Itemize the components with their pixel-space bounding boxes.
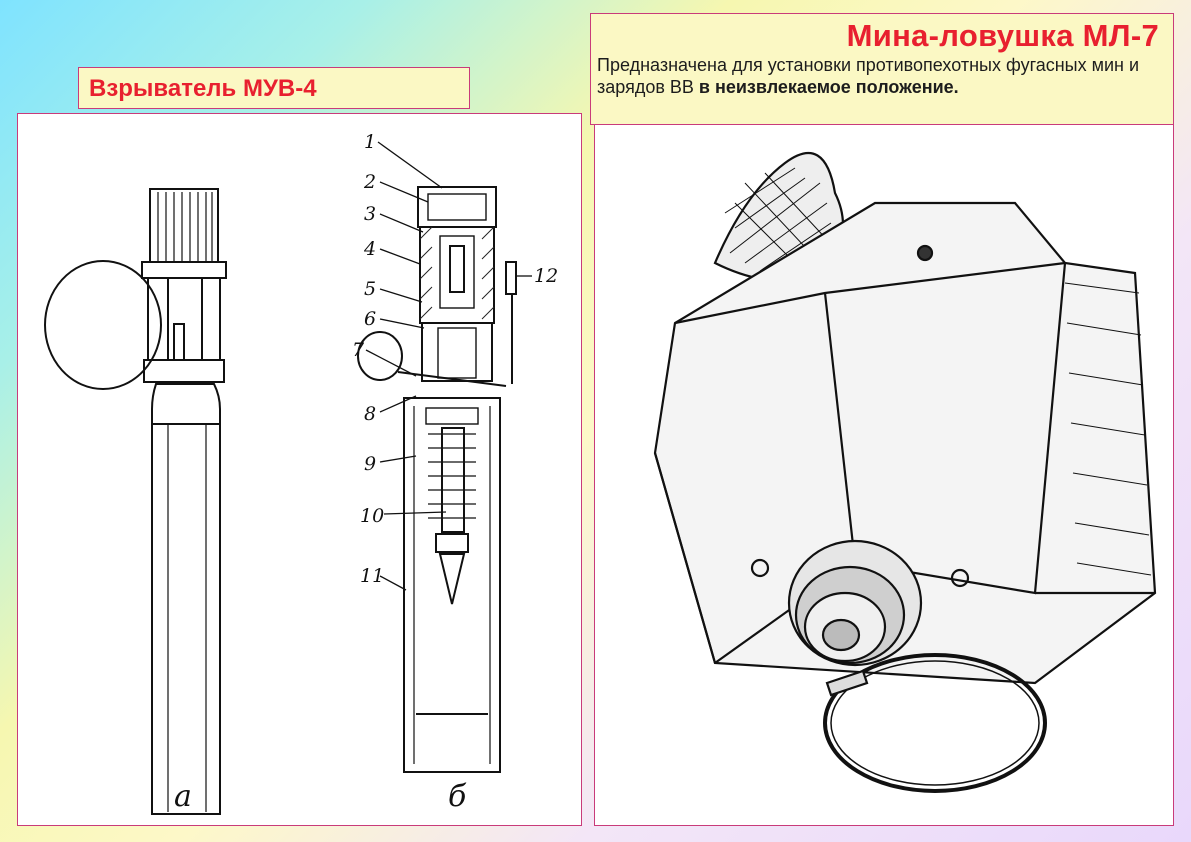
mine-description-text: Предназначена для установки противопехот… (597, 55, 1140, 97)
figure-label-b: б (448, 779, 467, 814)
fuse-tube (151, 383, 221, 815)
callout-1: 1 (364, 131, 376, 153)
mine-description: Предназначена для установки противопехот… (597, 54, 1167, 98)
callout-2: 2 (363, 171, 376, 193)
callout-6: 6 (364, 308, 376, 330)
callout-4: 4 (363, 238, 376, 260)
fuse-diagram-panel: 1 2 3 4 5 6 7 8 9 10 11 12 а б (17, 113, 582, 826)
spring (428, 433, 476, 519)
striker (438, 553, 466, 605)
callout-11: 11 (360, 565, 384, 587)
mine-title: Мина-ловушка МЛ-7 (846, 18, 1159, 53)
fuse-title: Взрыватель МУВ-4 (89, 75, 317, 102)
mine-body (653, 201, 1157, 685)
safety-pin-ring (357, 331, 403, 381)
callout-8: 8 (364, 403, 376, 425)
callout-5: 5 (364, 278, 376, 300)
callout-12: 12 (534, 265, 558, 287)
callout-7: 7 (352, 339, 365, 361)
fuse-header: Взрыватель МУВ-4 (78, 67, 470, 109)
mine-header: Мина-ловушка МЛ-7 Предназначена для уста… (590, 13, 1174, 125)
figure-label-a: а (174, 779, 192, 814)
fuse-diagram: 1 2 3 4 5 6 7 8 9 10 11 12 а б (44, 131, 558, 815)
mine-description-bold: в неизвлекаемое положение. (698, 77, 959, 97)
pull-ring (44, 260, 162, 390)
mine-photo-panel (594, 122, 1174, 826)
callout-9: 9 (364, 453, 376, 475)
fuse-cap-knurled (149, 188, 219, 270)
callout-10: 10 (360, 505, 384, 527)
mine-pull-ring (823, 653, 1047, 793)
callout-3: 3 (364, 203, 376, 225)
mine-illustration (653, 152, 1157, 793)
